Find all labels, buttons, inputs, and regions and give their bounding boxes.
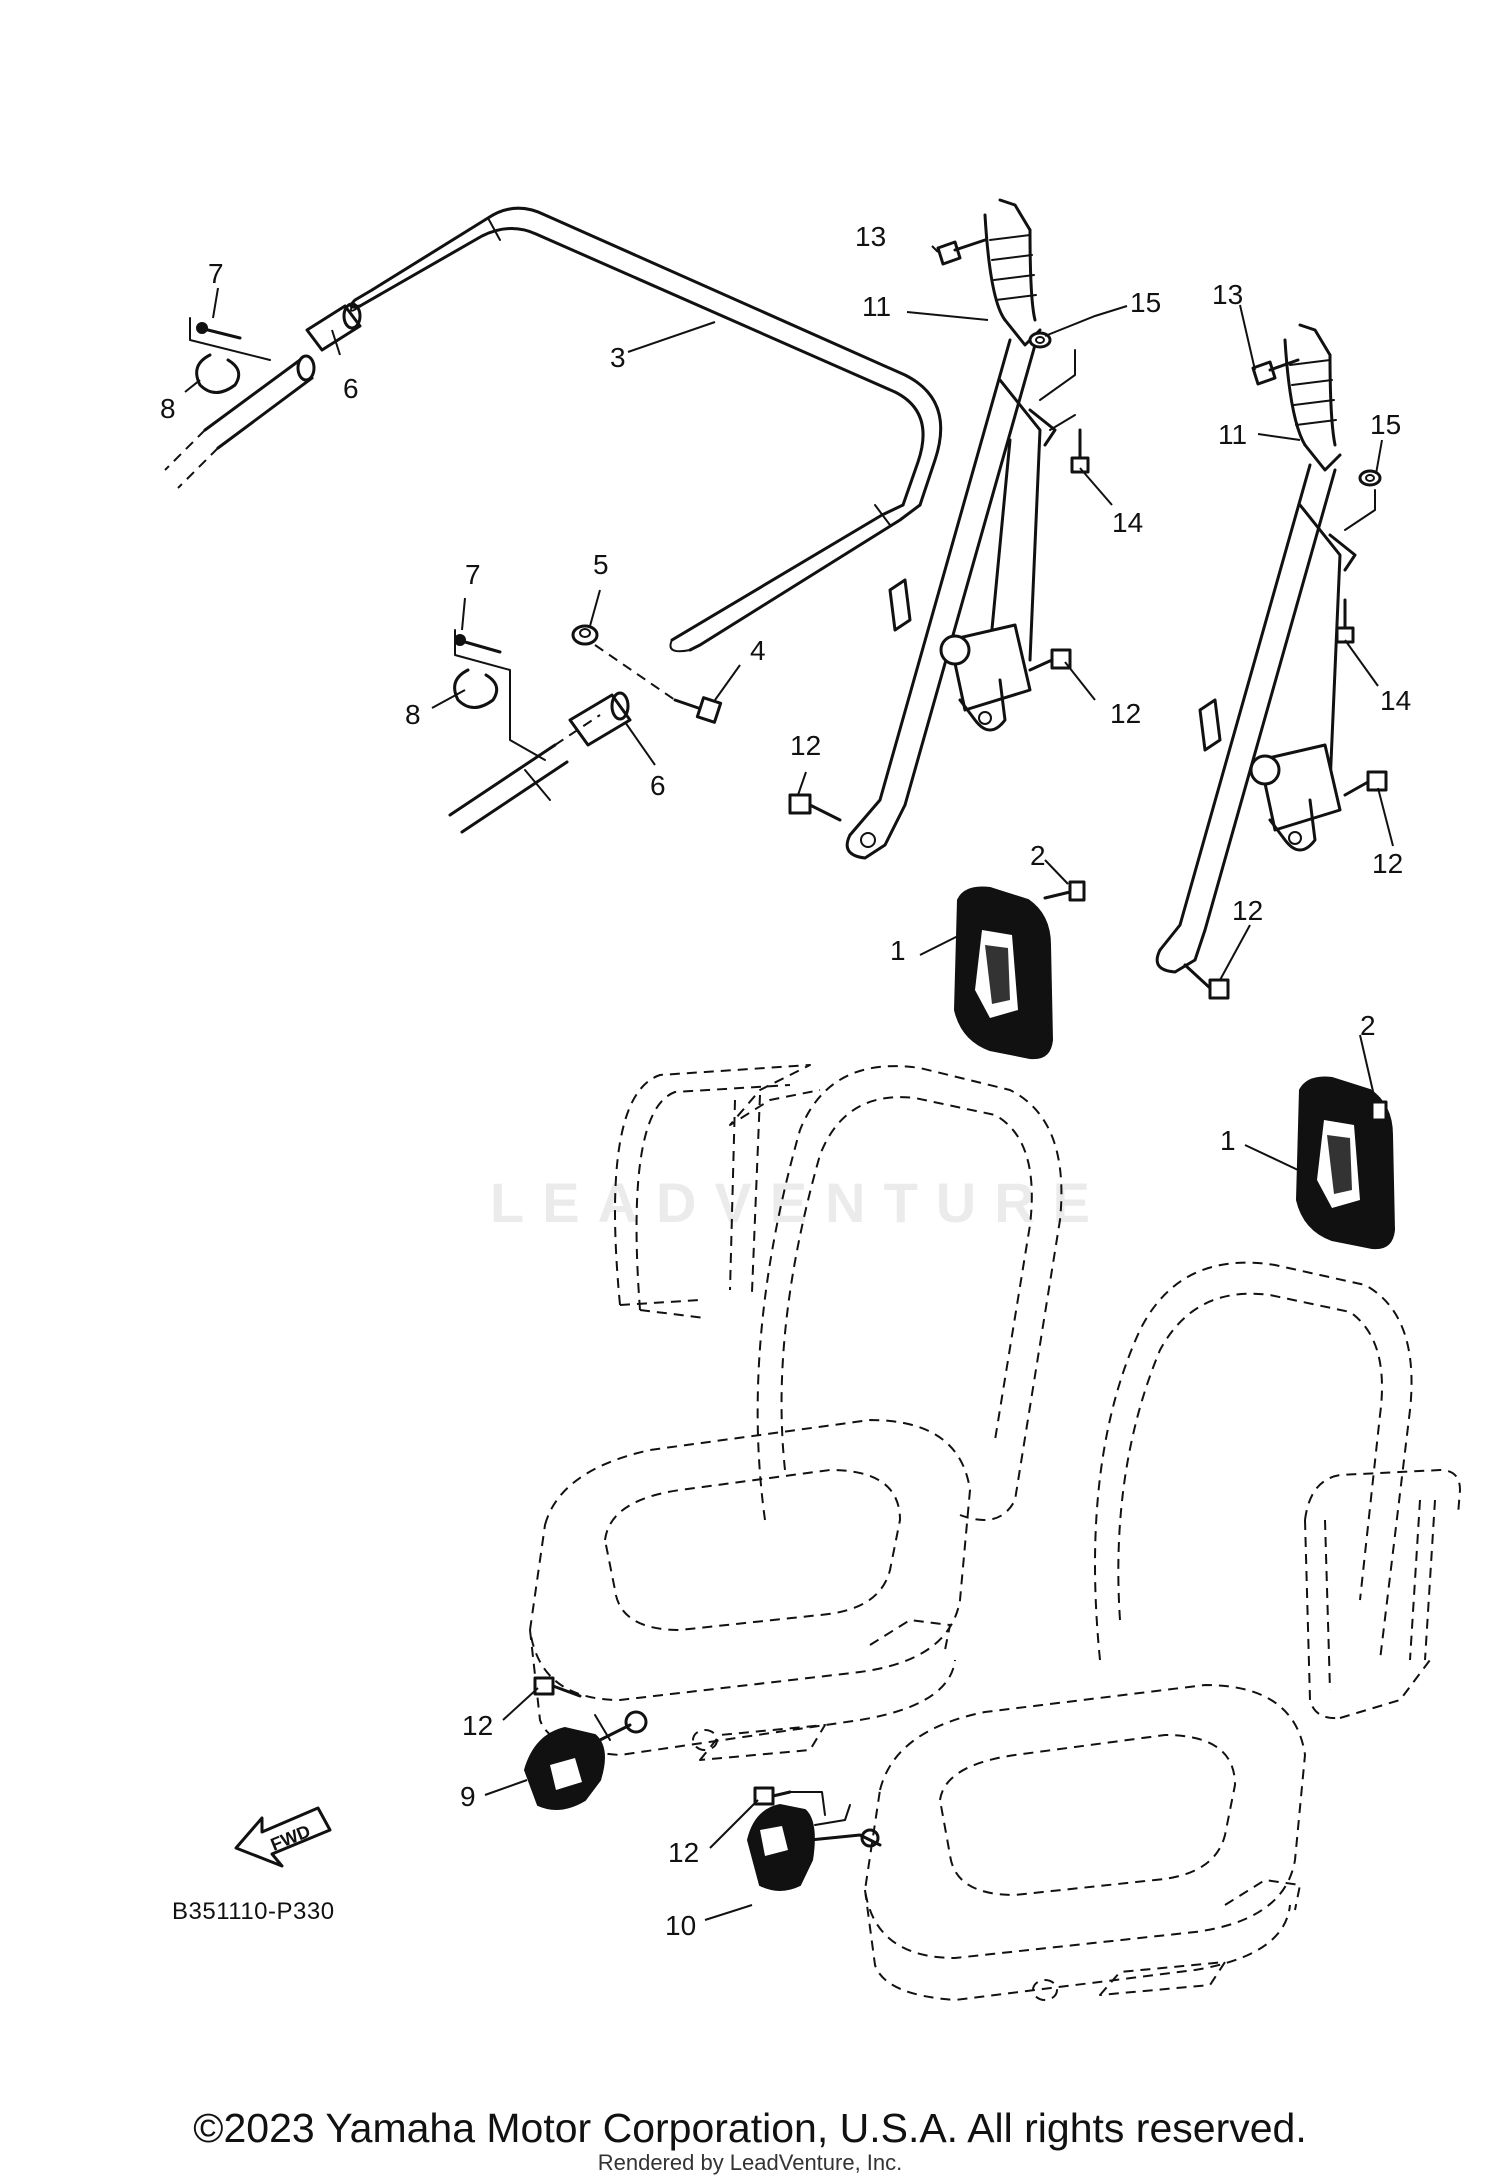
- seat-right: [864, 1261, 1461, 2001]
- screw-2-right: [1353, 1100, 1388, 1122]
- callout-12-right-lower-belt: 12: [1232, 895, 1263, 926]
- callout-3: 3: [610, 342, 626, 373]
- screw-2-left: [1043, 880, 1086, 902]
- bolt: [594, 644, 723, 724]
- seat-left: [529, 1064, 1063, 1761]
- rendered-by-notice: Rendered by LeadVenture, Inc.: [597, 2150, 903, 2175]
- callout-12-right-upper-belt: 12: [1372, 848, 1403, 879]
- callout-8-upper: 8: [160, 393, 176, 424]
- diagram-code: B351110-P330: [172, 1898, 335, 1925]
- bolt-12-belt-left-lower: [788, 793, 842, 822]
- callout-7-upper: 7: [208, 258, 224, 289]
- seat-belt-left: [845, 198, 1057, 860]
- callout-2-right: 2: [1360, 1010, 1376, 1041]
- callout-13-left: 13: [855, 221, 886, 252]
- callout-7-lower: 7: [465, 559, 481, 590]
- pin-clip-upper: [189, 317, 271, 394]
- watermark: LEADVENTURE: [490, 1171, 1109, 1234]
- callout-9: 9: [460, 1781, 476, 1812]
- callout-6-lower: 6: [650, 770, 666, 801]
- copyright-notice: ©2023 Yamaha Motor Corporation, U.S.A. A…: [193, 2105, 1307, 2151]
- callout-12-buckle-10: 12: [668, 1837, 699, 1868]
- callout-11-right: 11: [1218, 419, 1247, 450]
- callout-6-upper: 6: [343, 373, 359, 404]
- callout-13-right: 13: [1212, 279, 1243, 310]
- buckle-9: [523, 1710, 648, 1810]
- bolt-14-right: [1335, 598, 1355, 644]
- washer-15-left: [1028, 331, 1076, 401]
- callout-numbers: 7 8 6 3 13 11 15 14 13 11 15 14 5 4 7 8 …: [160, 221, 1411, 1941]
- callout-5: 5: [593, 549, 609, 580]
- callout-10: 10: [665, 1910, 696, 1941]
- roll-bar: [349, 206, 943, 653]
- buckle-10: [746, 1803, 882, 1891]
- callout-12-left-lower-belt: 12: [790, 730, 821, 761]
- headrest-pad-left: [953, 886, 1054, 1060]
- nut: [571, 624, 599, 646]
- callout-12-buckle-9: 12: [462, 1710, 493, 1741]
- collar-upper: [305, 302, 362, 352]
- callout-1-left: 1: [890, 935, 906, 966]
- callout-11-left: 11: [862, 291, 891, 322]
- bolt-12-buckle-10: [753, 1786, 826, 1816]
- bolt-14-left: [1049, 414, 1090, 474]
- callout-15-left: 15: [1130, 287, 1161, 318]
- callout-14-left: 14: [1112, 507, 1143, 538]
- collar-lower: [568, 691, 632, 747]
- callout-2-left: 2: [1030, 840, 1046, 871]
- bolt-13-left: [936, 238, 987, 266]
- callout-8-lower: 8: [405, 699, 421, 730]
- bolt-12-belt-right-upper: [1343, 770, 1388, 797]
- bolt-12-belt-right-lower: [1183, 963, 1230, 1000]
- callout-4: 4: [750, 635, 766, 666]
- bolt-12-belt-left-upper: [1028, 648, 1072, 672]
- headrest-pad-right: [1295, 1076, 1396, 1250]
- pin-clip-lower: [453, 629, 546, 761]
- bolt-12-buckle-9: [533, 1676, 582, 1698]
- callout-12-left-upper-belt: 12: [1110, 698, 1141, 729]
- seat-belt-right: [1155, 323, 1357, 974]
- callout-14-right: 14: [1380, 685, 1411, 716]
- fwd-arrow: FWD: [234, 1806, 332, 1868]
- callout-15-right: 15: [1370, 409, 1401, 440]
- left-tube-upper: [164, 354, 316, 489]
- leader-lines: [184, 245, 1394, 1921]
- bolt-13-right: [1251, 358, 1300, 386]
- washer-15-right: [1344, 469, 1382, 531]
- callout-1-right: 1: [1220, 1125, 1236, 1156]
